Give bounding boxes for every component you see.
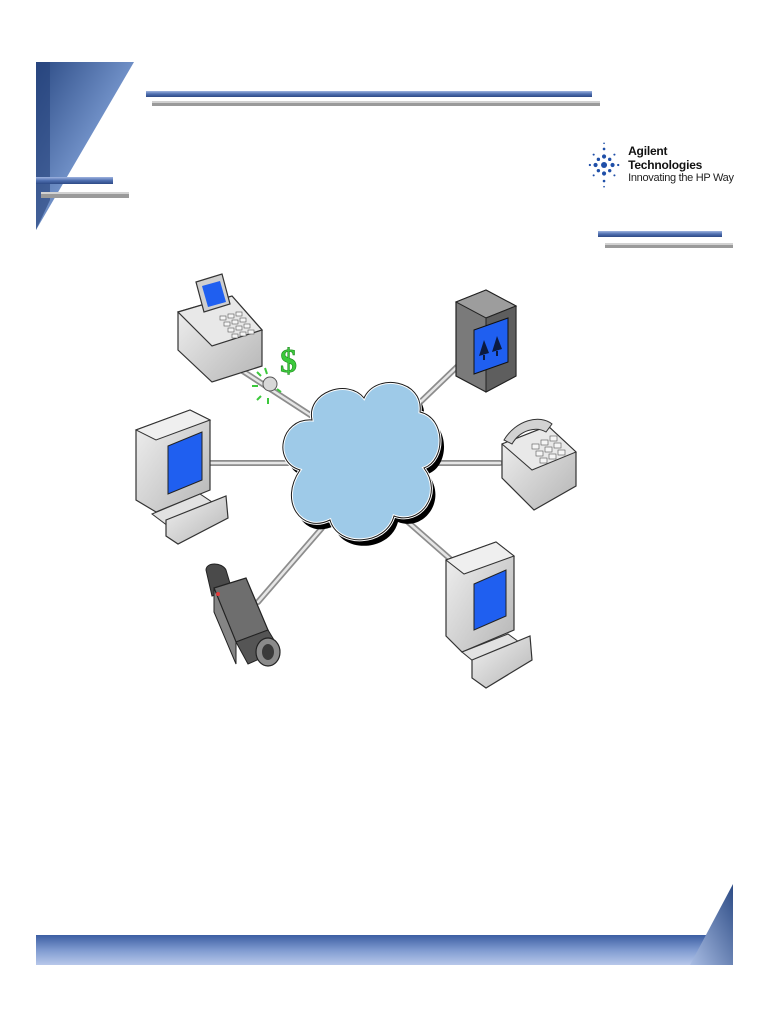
desktop-computer-icon [134, 409, 229, 545]
video-camera-icon [205, 563, 281, 667]
company-name: Agilent Technologies [628, 143, 703, 172]
dollar-annotation: $ [252, 343, 297, 404]
top-left-corner-decoration [36, 62, 134, 230]
footer-decoration [36, 884, 733, 965]
cloud-icon [281, 381, 445, 546]
fax-phone-icon [176, 273, 264, 383]
network-links [202, 359, 503, 605]
company-tagline: Innovating the HP Way [628, 172, 734, 185]
telephone-icon [501, 418, 577, 511]
dollar-sign: $ [280, 343, 297, 380]
desktop-computer-icon [444, 541, 533, 689]
agilent-logo: Agilent Technologies Innovating the HP W… [588, 130, 738, 200]
spark-icon [588, 142, 620, 188]
video-monitor-icon [454, 289, 518, 393]
header-bars [36, 91, 733, 248]
